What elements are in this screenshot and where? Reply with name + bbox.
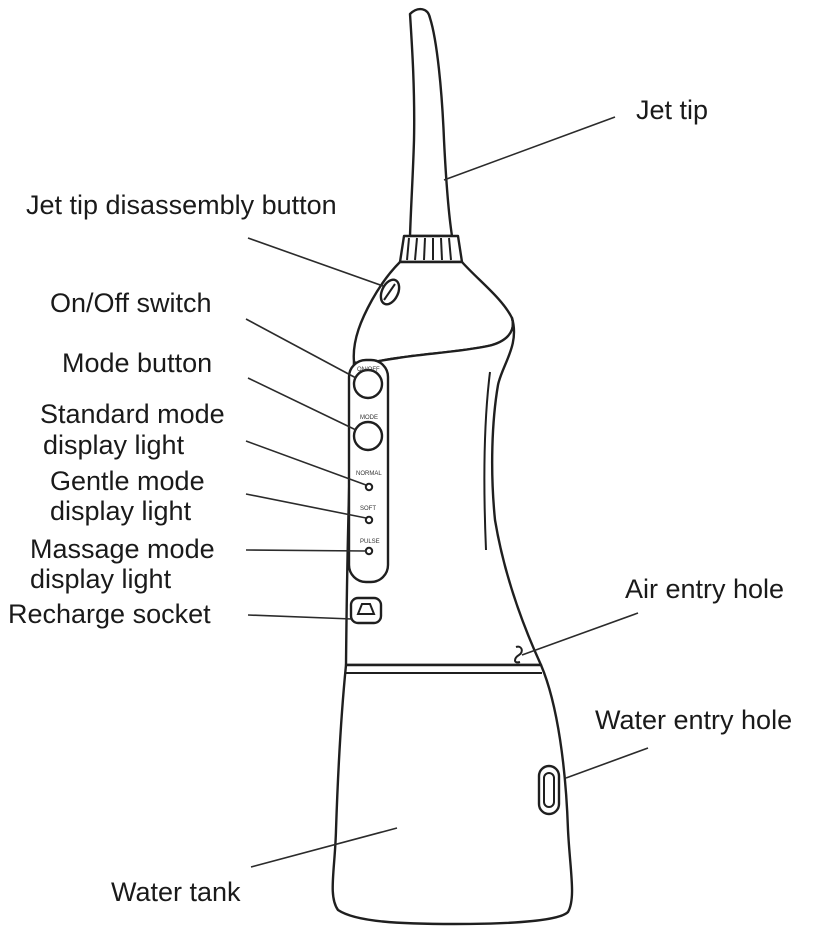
label-massage-mode-light-1: Massage mode [30,534,215,564]
leader-jet-tip [443,116,616,181]
leader-water-tank [250,827,398,868]
mode-button-shape [352,420,384,452]
on-off-switch-shape [352,368,384,400]
leader-disassembly-button [247,237,384,287]
leader-on-off [245,318,357,379]
label-jet-tip-disassembly-button: Jet tip disassembly button [26,190,337,220]
label-on-off-switch: On/Off switch [50,288,212,318]
power-marking: ON/OFF [357,367,380,373]
label-mode-button: Mode button [62,348,213,378]
label-gentle-mode-light-2: display light [50,496,192,526]
control-panel-shape [347,358,390,584]
label-water-entry-hole: Water entry hole [595,705,793,735]
handle-body [344,316,543,667]
label-jet-tip: Jet tip [636,95,709,125]
massage-marking: PULSE [360,539,380,545]
standard-marking: NORMAL [356,471,382,477]
water-tank [331,663,574,926]
label-massage-mode-light-2: display light [30,564,172,594]
gentle-light-shape [364,515,374,525]
air-entry-hole-shape [514,645,523,664]
recharge-socket-shape [349,596,383,625]
mode-marking: MODE [360,415,378,421]
gentle-marking: SOFT [360,506,376,512]
jet-tip-nozzle [408,7,454,238]
leader-standard-light [245,440,367,486]
leader-massage-light [245,549,367,552]
leader-recharge-socket [247,614,353,620]
leader-air-entry [521,612,639,656]
standard-light-shape [364,482,374,492]
collar-ribs [406,237,452,261]
leader-water-entry [565,747,649,779]
label-gentle-mode-light-1: Gentle mode [50,466,205,496]
label-recharge-socket: Recharge socket [8,599,211,629]
label-standard-mode-light-2: display light [43,430,185,460]
label-water-tank: Water tank [111,877,241,907]
label-air-entry-hole: Air entry hole [625,574,785,604]
leader-lines [245,116,649,868]
leader-gentle-light [245,493,367,519]
label-standard-mode-light-1: Standard mode [40,399,225,429]
leader-mode [247,377,357,431]
